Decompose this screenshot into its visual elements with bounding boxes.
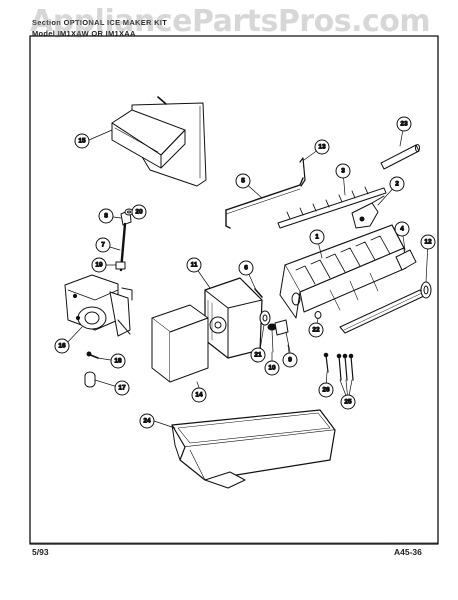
callout-26: 26 — [318, 382, 334, 398]
svg-text:18: 18 — [114, 358, 122, 365]
part-3-stripper — [277, 186, 387, 229]
callout-20: 20 — [131, 204, 147, 220]
svg-text:10: 10 — [268, 365, 276, 372]
part-16-valve — [64, 274, 133, 337]
svg-text:14: 14 — [195, 392, 203, 399]
part-19-nut — [115, 261, 126, 270]
callout-18: 18 — [110, 353, 126, 369]
part-9-switch — [274, 319, 291, 353]
model-number: IM1XAW OR IM1XAA — [57, 29, 136, 38]
callout-23: 23 — [396, 116, 412, 132]
callout-7: 7 — [95, 237, 111, 253]
part-17-sleeve — [84, 371, 96, 388]
callout-1: 1 — [309, 229, 325, 245]
part-13-harness — [299, 157, 306, 187]
part-22-clip — [314, 311, 322, 319]
part-4-piece — [395, 249, 417, 271]
svg-text:12: 12 — [424, 239, 432, 246]
svg-text:9: 9 — [288, 357, 292, 364]
callout-14: 14 — [191, 387, 207, 403]
callout-6: 6 — [238, 260, 254, 276]
svg-text:2: 2 — [395, 181, 399, 188]
svg-text:23: 23 — [400, 121, 408, 128]
callout-19: 19 — [91, 257, 107, 273]
section-heading: Section OPTIONAL ICE MAKER KIT — [32, 18, 167, 27]
part-12-harness — [339, 281, 432, 334]
part-2-bracket — [351, 195, 385, 229]
part-24-ice-bin — [171, 409, 336, 489]
part-25-screws — [336, 353, 354, 381]
svg-text:1: 1 — [315, 234, 319, 241]
svg-text:5: 5 — [241, 178, 245, 185]
callout-22: 22 — [308, 322, 324, 338]
part-1-mold — [279, 224, 407, 319]
part-11-housing — [204, 277, 263, 359]
callout-13: 13 — [314, 139, 330, 155]
page-code: A45-36 — [394, 547, 422, 557]
part-10-cam — [267, 323, 277, 353]
section-prefix: Section — [32, 18, 62, 27]
section-title: OPTIONAL ICE MAKER KIT — [63, 18, 168, 27]
svg-text:3: 3 — [341, 168, 345, 175]
callout-8: 8 — [98, 208, 114, 224]
svg-text:11: 11 — [191, 262, 198, 269]
part-21-gear — [259, 310, 271, 326]
svg-text:7: 7 — [101, 242, 105, 249]
callout-11: 11 — [186, 257, 202, 273]
svg-text:16: 16 — [58, 343, 66, 350]
svg-text:4: 4 — [400, 226, 404, 233]
svg-text:20: 20 — [135, 209, 143, 216]
watermark: AppliancePartsPros.com — [30, 4, 431, 39]
part-23-tube — [380, 144, 420, 170]
svg-text:6: 6 — [244, 265, 248, 272]
callout-24: 24 — [139, 413, 155, 429]
svg-text:17: 17 — [118, 385, 126, 392]
callout-15: 15 — [74, 133, 90, 149]
part-14-box — [151, 304, 209, 391]
svg-text:15: 15 — [78, 138, 86, 145]
revision-date: 5/93 — [32, 547, 49, 557]
svg-text:22: 22 — [312, 327, 320, 334]
model-heading: Model IM1XAW OR IM1XAA — [32, 29, 136, 38]
part-6-screw — [254, 288, 263, 298]
callout-25: 25 — [340, 394, 356, 410]
callout-9: 9 — [282, 352, 298, 368]
part-26-screw — [323, 352, 329, 373]
diagram-frame — [29, 35, 439, 545]
svg-text:19: 19 — [95, 262, 103, 269]
part-18-screw — [86, 351, 99, 359]
callout-4: 4 — [394, 221, 410, 237]
callout-12: 12 — [420, 234, 436, 250]
callout-5: 5 — [235, 173, 251, 189]
callout-3: 3 — [335, 163, 351, 179]
part-15-cover — [111, 96, 207, 187]
model-prefix: Model — [32, 29, 56, 38]
svg-text:24: 24 — [143, 418, 151, 425]
svg-text:8: 8 — [104, 213, 108, 220]
callout-labels: 15 23 13 5 3 2 1 4 12 8 20 7 19 11 6 22 … — [54, 116, 436, 429]
callout-10: 10 — [264, 360, 280, 376]
callout-17: 17 — [114, 380, 130, 396]
svg-text:13: 13 — [318, 144, 326, 151]
part-5-arm — [225, 177, 304, 229]
svg-text:25: 25 — [344, 399, 352, 406]
callout-21: 21 — [250, 347, 266, 363]
callout-2: 2 — [389, 176, 405, 192]
svg-text:21: 21 — [254, 352, 262, 359]
svg-text:26: 26 — [322, 387, 330, 394]
callout-16: 16 — [54, 338, 70, 354]
